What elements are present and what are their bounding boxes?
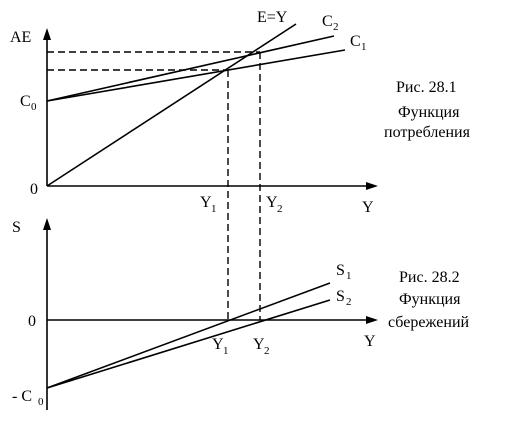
svg-text:C: C bbox=[322, 13, 333, 30]
s-axis-arrow-icon bbox=[43, 218, 51, 230]
svg-text:1: 1 bbox=[223, 345, 229, 357]
svg-text:1: 1 bbox=[361, 41, 367, 53]
caption-top-line1: Функция bbox=[398, 104, 460, 121]
y2-tick-label-top: Y 2 bbox=[266, 194, 283, 215]
savings-panel: S Y 0 - C 0 S 1 S 2 Y 1 Y 2 Рис. 28.2 Фу… bbox=[12, 218, 470, 410]
zero-label: 0 bbox=[28, 313, 36, 330]
s1-label: S 1 bbox=[336, 262, 352, 282]
svg-text:2: 2 bbox=[346, 296, 352, 308]
ae-axis-arrow-icon bbox=[43, 28, 51, 40]
y1-tick-label-top: Y 1 bbox=[200, 194, 217, 215]
c0-intercept-label: C 0 bbox=[20, 93, 37, 113]
c1-label: C 1 bbox=[350, 33, 367, 53]
caption-bottom-line1: Функция bbox=[399, 291, 461, 308]
svg-text:1: 1 bbox=[211, 203, 217, 215]
svg-text:Y: Y bbox=[253, 336, 265, 353]
fig-28-1-label: Рис. 28.1 bbox=[396, 79, 457, 96]
svg-text:Y: Y bbox=[266, 194, 278, 211]
consumption-panel: AE Y 0 C 0 E=Y C 2 C 1 Y 1 Y 2 Рис. 28.1… bbox=[10, 9, 471, 216]
origin-label: 0 bbox=[30, 181, 38, 198]
neg-c0-label: - C 0 bbox=[12, 388, 44, 408]
svg-text:Y: Y bbox=[200, 194, 212, 211]
svg-text:2: 2 bbox=[264, 345, 270, 357]
y-axis-bottom-arrow-icon bbox=[366, 316, 378, 324]
c1-line bbox=[46, 49, 346, 102]
c2-line bbox=[46, 35, 335, 102]
y-axis-top-arrow-icon bbox=[366, 182, 378, 190]
svg-text:2: 2 bbox=[333, 21, 339, 33]
svg-text:S: S bbox=[336, 262, 345, 279]
s1-line bbox=[46, 282, 331, 389]
y2-tick-label-bottom: Y 2 bbox=[253, 336, 270, 357]
s-axis-label: S bbox=[12, 219, 21, 236]
caption-top-line2: потребления bbox=[384, 124, 471, 141]
y1-tick-label-bottom: Y 1 bbox=[212, 336, 229, 357]
svg-text:C: C bbox=[20, 93, 31, 110]
consumption-caption: Рис. 28.1 Функция потребления bbox=[384, 79, 471, 141]
c2-label: C 2 bbox=[322, 13, 339, 33]
e-equals-y-label: E=Y bbox=[257, 9, 288, 26]
svg-text:- C: - C bbox=[12, 388, 32, 405]
svg-text:S: S bbox=[336, 288, 345, 305]
y-axis-top-label: Y bbox=[362, 199, 374, 216]
e-equals-y-line bbox=[46, 23, 297, 187]
s2-label: S 2 bbox=[336, 288, 352, 308]
svg-text:2: 2 bbox=[277, 203, 283, 215]
caption-bottom-line2: сбережений bbox=[388, 314, 470, 331]
fig-28-2-label: Рис. 28.2 bbox=[399, 269, 460, 286]
ae-axis-label: AE bbox=[10, 29, 31, 46]
savings-caption: Рис. 28.2 Функция сбережений bbox=[388, 269, 470, 331]
svg-text:0: 0 bbox=[38, 396, 44, 408]
svg-text:Y: Y bbox=[212, 336, 224, 353]
svg-text:0: 0 bbox=[31, 101, 37, 113]
y-axis-bottom-label: Y bbox=[364, 333, 376, 350]
svg-text:1: 1 bbox=[346, 270, 352, 282]
svg-text:C: C bbox=[350, 33, 361, 50]
s2-line bbox=[46, 299, 331, 389]
